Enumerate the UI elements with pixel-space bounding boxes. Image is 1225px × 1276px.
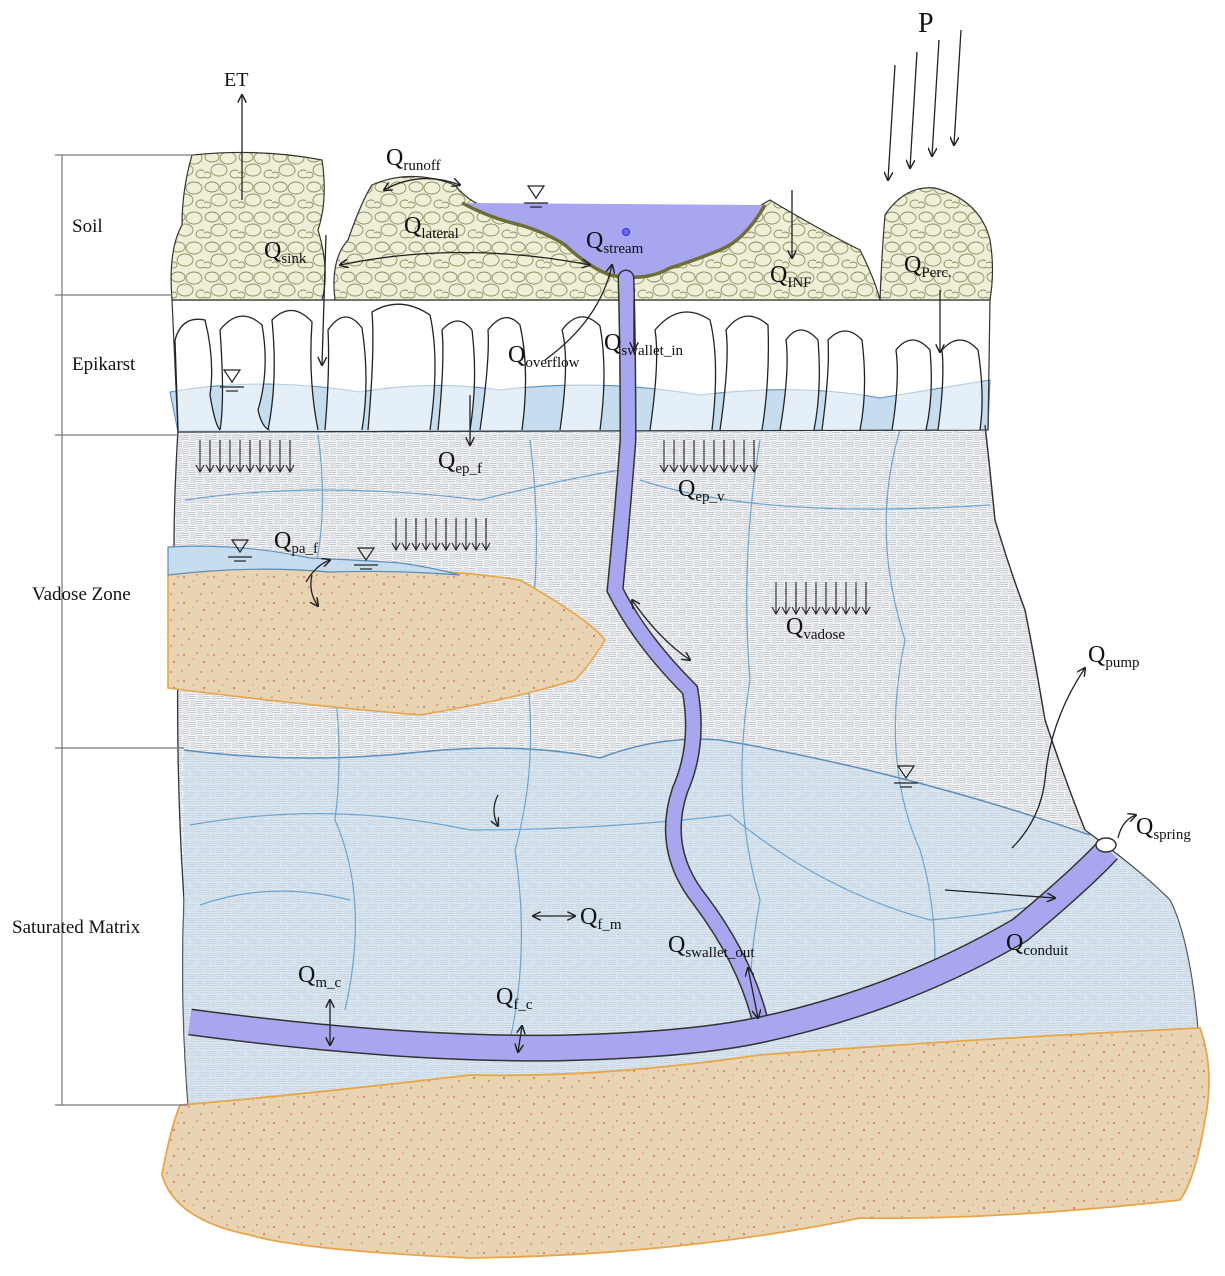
- soil-right-mound: [880, 188, 993, 300]
- zone-epikarst-label: Epikarst: [72, 354, 136, 375]
- precip-arrow-1: [888, 65, 895, 180]
- zone-vadose-label: Vadose Zone: [32, 584, 131, 605]
- soil-left-mound: [171, 152, 325, 300]
- label-et: ET: [224, 69, 248, 91]
- spring-outlet: [1096, 838, 1116, 852]
- precip-arrow-4: [954, 30, 961, 145]
- label-p: P: [918, 8, 934, 39]
- zone-soil-label: Soil: [72, 216, 103, 237]
- zone-saturated-label: Saturated Matrix: [12, 917, 141, 938]
- precip-arrow-3: [932, 40, 939, 156]
- spring-arrow: [1118, 815, 1136, 838]
- precip-arrow-2: [910, 52, 917, 168]
- label-pump: Qpump: [1088, 642, 1140, 671]
- stream-gauge-marker: [623, 229, 630, 236]
- label-runoff: Qrunoff: [386, 145, 441, 174]
- label-spring: Qspring: [1136, 814, 1191, 843]
